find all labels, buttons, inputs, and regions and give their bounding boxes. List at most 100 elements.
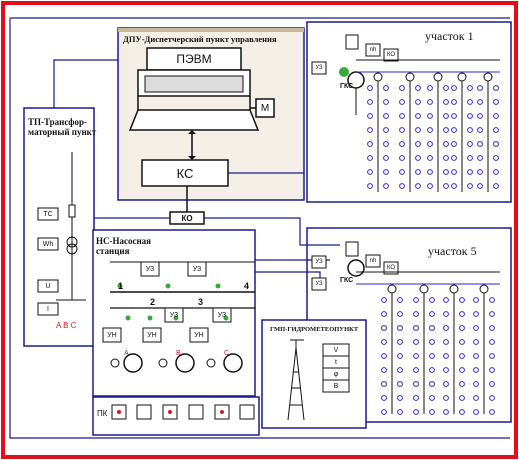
ko-u1-label: КО	[386, 52, 396, 58]
sprinkler-icon	[415, 85, 421, 91]
pump-number-4: 4	[244, 281, 250, 291]
sprinkler-icon	[381, 325, 387, 331]
sprinkler-icon	[473, 353, 479, 359]
sprinkler-icon	[381, 311, 387, 317]
pump-b	[175, 353, 195, 373]
sprinkler-icon	[399, 183, 405, 189]
i-box	[37, 302, 59, 316]
valve-icon	[419, 284, 429, 294]
sprinkler-icon	[397, 297, 403, 303]
valve-icon	[449, 284, 459, 294]
sprinkler-icon	[443, 409, 449, 415]
sprinkler-icon	[443, 297, 449, 303]
sprinkler-icon	[451, 155, 457, 161]
sprinkler-icon	[459, 325, 465, 331]
sprinkler-icon	[367, 141, 373, 147]
dpu-title: ДПУ-Диспетчерский пункт управления	[123, 34, 277, 44]
sprinkler-icon	[413, 339, 419, 345]
sprinkler-icon	[489, 409, 495, 415]
sprinkler-icon	[473, 311, 479, 317]
sprinkler-icon	[383, 141, 389, 147]
tc-box	[37, 207, 59, 221]
sprinkler-icon	[429, 395, 435, 401]
sprinkler-icon	[399, 169, 405, 175]
sprinkler-icon	[459, 311, 465, 317]
gks-u5-label: ГКС	[340, 277, 354, 284]
nh-u1-label: nh	[369, 47, 377, 53]
sprinkler-icon	[477, 127, 483, 133]
sprinkler-icon	[367, 127, 373, 133]
field-5-laterals	[381, 284, 495, 415]
sprinkler-icon	[383, 99, 389, 105]
sprinkler-icon	[451, 113, 457, 119]
sprinkler-icon	[443, 183, 449, 189]
sprinkler-icon	[381, 367, 387, 373]
sprinkler-icon	[443, 85, 449, 91]
sprinkler-icon	[427, 85, 433, 91]
sprinkler-icon	[473, 339, 479, 345]
gmp-b: B	[333, 382, 339, 390]
pump-number-1: 1	[118, 281, 124, 291]
sprinkler-icon	[477, 99, 483, 105]
sprinkler-icon	[473, 395, 479, 401]
valve-icon	[479, 284, 489, 294]
sprinkler-icon	[427, 99, 433, 105]
valve-icon	[483, 72, 493, 82]
sprinkler-icon	[443, 99, 449, 105]
sprinkler-icon	[397, 325, 403, 331]
sprinkler-icon	[397, 395, 403, 401]
un-box-1	[102, 327, 122, 343]
uchastok-1-panel	[306, 21, 512, 203]
sprinkler-icon	[451, 141, 457, 147]
sprinkler-icon	[383, 169, 389, 175]
sprinkler-icon	[493, 99, 499, 105]
sprinkler-icon	[443, 127, 449, 133]
un-label-1: УН	[107, 331, 117, 339]
gmp-v: V	[333, 346, 339, 354]
sprinkler-icon	[489, 367, 495, 373]
sprinkler-icon	[443, 169, 449, 175]
un-box-3	[189, 327, 209, 343]
sprinkler-icon	[397, 409, 403, 415]
sprinkler-icon	[489, 325, 495, 331]
pump-unit-b: B	[176, 350, 181, 357]
sprinkler-icon	[473, 381, 479, 387]
sprinkler-icon	[429, 381, 435, 387]
sprinkler-icon	[467, 183, 473, 189]
gmp-phi: φ	[333, 370, 339, 378]
tp-title: ТП-Трансфор-маторный пункт	[28, 117, 97, 137]
wh-box	[37, 237, 59, 251]
sprinkler-icon	[429, 339, 435, 345]
sprinkler-icon	[415, 113, 421, 119]
sprinkler-icon	[451, 85, 457, 91]
sprinkler-icon	[397, 367, 403, 373]
valve-icon	[457, 72, 467, 82]
sprinkler-icon	[493, 127, 499, 133]
sprinkler-icon	[443, 325, 449, 331]
pump-unit-a: A	[124, 350, 129, 357]
sprinkler-icon	[443, 339, 449, 345]
sprinkler-icon	[399, 113, 405, 119]
sprinkler-icon	[415, 155, 421, 161]
sprinkler-icon	[429, 311, 435, 317]
sprinkler-icon	[429, 353, 435, 359]
sprinkler-icon	[489, 395, 495, 401]
ks-label: КС	[176, 165, 194, 181]
un-label-2: УН	[147, 331, 157, 339]
pump-a	[123, 353, 143, 373]
pump-unit-c: C	[224, 350, 230, 357]
sprinkler-icon	[493, 113, 499, 119]
sprinkler-icon	[451, 183, 457, 189]
sprinkler-icon	[397, 339, 403, 345]
sprinkler-icon	[467, 127, 473, 133]
ko-u5-label: КО	[386, 265, 396, 271]
sprinkler-icon	[367, 155, 373, 161]
sprinkler-icon	[399, 155, 405, 161]
sprinkler-icon	[489, 353, 495, 359]
sprinkler-icon	[459, 339, 465, 345]
wh-label: Wh	[42, 240, 54, 248]
sprinkler-icon	[489, 297, 495, 303]
u-box	[37, 279, 59, 293]
sprinkler-icon	[467, 113, 473, 119]
